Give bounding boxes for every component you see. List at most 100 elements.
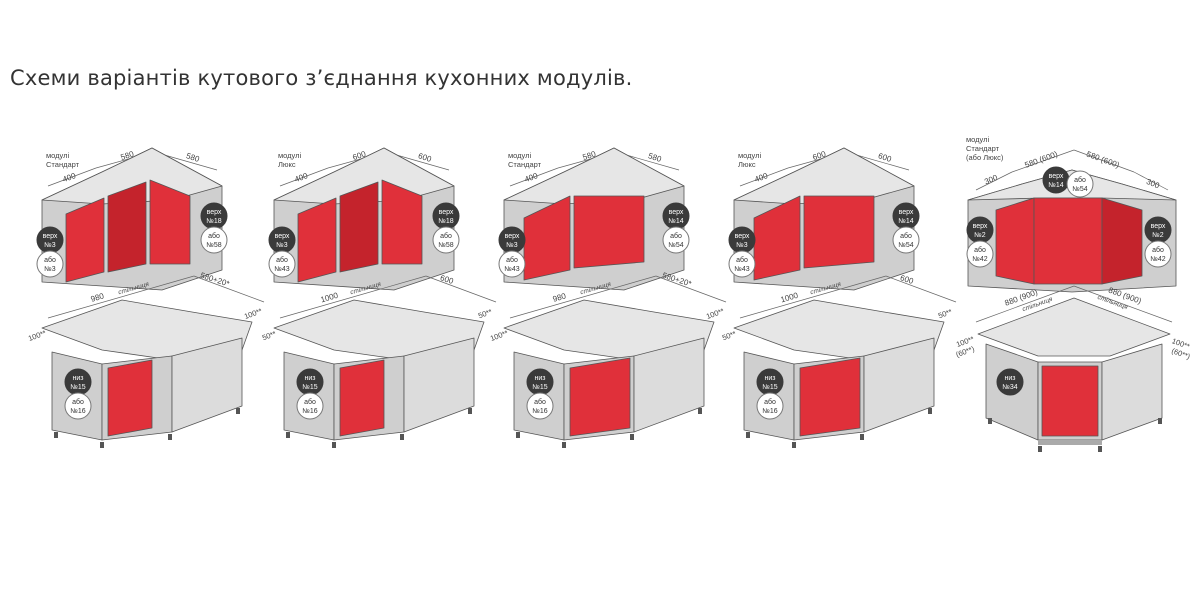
lower-badge-line2: №34	[1002, 384, 1017, 391]
upper-right-alt-badge: або №58	[432, 226, 460, 254]
upper-dim-4: 300	[1145, 177, 1161, 191]
leg-2	[100, 442, 104, 448]
upper-left-alt-badge-circle	[36, 250, 64, 278]
counter-dim-left: 1000	[780, 291, 800, 305]
lower-badge-circle	[756, 368, 784, 396]
upper-right-badge: верх №18	[432, 202, 460, 230]
lower-badge-line1: низ	[1005, 375, 1016, 382]
counter-dim-left: 980	[90, 291, 106, 303]
center-badge-circle	[1042, 166, 1070, 194]
lower-cabinet-right	[1101, 343, 1163, 441]
upper-door-center	[1033, 197, 1103, 285]
upper-right-alt-badge-line2: №58	[438, 242, 453, 249]
upper-right-badge-circle	[200, 202, 228, 230]
upper-dim-right: 600	[417, 151, 433, 164]
upper-right-alt-badge-circle	[200, 226, 228, 254]
upper-left-alt-badge: або №43	[728, 250, 756, 278]
dim-line-left	[509, 167, 559, 187]
upper-door-2	[803, 195, 875, 269]
upper-door-1	[65, 197, 105, 283]
upper-dim-right: 600	[877, 151, 893, 164]
offset-left: 50**	[261, 329, 277, 342]
upper-right-badge-line1: верх	[669, 209, 684, 216]
center-alt-badge-line1: або	[1074, 176, 1086, 184]
left-badge-circle	[966, 216, 994, 244]
series-label-2: Стандарт	[966, 144, 1000, 153]
leg-2	[562, 442, 566, 448]
upper-left-alt-badge-line2: №43	[274, 266, 289, 273]
dim-line-counter-left	[975, 285, 1075, 323]
lower-cabinet-right	[171, 337, 243, 433]
upper-right-badge-line2: №18	[438, 218, 453, 225]
upper-left-badge-circle	[36, 226, 64, 254]
dim-line-1	[975, 171, 1013, 191]
plinth	[1038, 440, 1102, 445]
upper-right-alt-badge-circle	[662, 226, 690, 254]
leg-4	[928, 408, 932, 414]
upper-left-alt-badge-line1: або	[506, 256, 518, 264]
right-badge-circle	[1144, 216, 1172, 244]
upper-left-badge-circle	[728, 226, 756, 254]
offset-left: 100**	[489, 328, 509, 343]
left-alt-badge-line2: №42	[972, 256, 987, 263]
upper-left-alt-badge-line1: або	[276, 256, 288, 264]
dim-line-counter-left	[739, 275, 887, 319]
upper-left-alt-badge-line2: №3	[44, 266, 56, 273]
upper-left-badge-line1: верх	[735, 233, 750, 240]
upper-right-badge-line1: верх	[899, 209, 914, 216]
upper-left-badge-line1: верх	[275, 233, 290, 240]
upper-door-2	[107, 181, 147, 273]
left-alt-badge-line1: або	[974, 246, 986, 254]
upper-left-alt-badge-line2: №43	[734, 266, 749, 273]
leg-3	[860, 434, 864, 440]
lower-alt-badge-line1: або	[534, 398, 546, 406]
upper-dim-3: 580 (600)	[1085, 150, 1121, 170]
upper-right-badge-line1: верх	[439, 209, 454, 216]
lower-alt-badge-line2: №16	[532, 408, 547, 415]
dim-line-counter-right	[1073, 285, 1173, 323]
upper-left-alt-badge-line1: або	[44, 256, 56, 264]
lower-cabinet-right	[863, 337, 935, 433]
upper-right-badge-line2: №18	[206, 218, 221, 225]
dim-line-left	[739, 167, 789, 187]
right-alt-badge-line2: №42	[1150, 256, 1165, 263]
left-alt-badge-circle	[966, 240, 994, 268]
series-label-2: Стандарт	[508, 160, 542, 169]
upper-right-alt-badge-line1: або	[900, 232, 912, 240]
upper-left-badge-circle	[268, 226, 296, 254]
upper-right-alt-badge-line1: або	[670, 232, 682, 240]
lower-badge: низ №34	[996, 368, 1024, 396]
upper-left-badge-line2: №3	[506, 242, 518, 249]
dim-line-counter-right	[655, 275, 727, 303]
lower-alt-badge-line2: №16	[302, 408, 317, 415]
leg-4	[236, 408, 240, 414]
center-badge-line1: верх	[1049, 173, 1064, 180]
offset-left: 100**	[27, 328, 47, 343]
leg-3	[168, 434, 172, 440]
leg-3	[1098, 446, 1102, 452]
counter-dim-right: 580+20*	[661, 271, 692, 289]
upper-dim-right: 580	[185, 151, 201, 164]
lower-cabinet-right	[633, 337, 705, 433]
offset-right: 50**	[937, 307, 953, 320]
upper-right-badge-line2: №14	[898, 218, 913, 225]
lower-badge-circle	[526, 368, 554, 396]
upper-dim-depth: 400	[753, 171, 769, 184]
upper-right-alt-badge-line1: або	[440, 232, 452, 240]
dim-line-counter-right	[425, 275, 497, 303]
upper-left-alt-badge-line1: або	[736, 256, 748, 264]
countertop	[733, 299, 945, 361]
countertop	[503, 299, 715, 361]
